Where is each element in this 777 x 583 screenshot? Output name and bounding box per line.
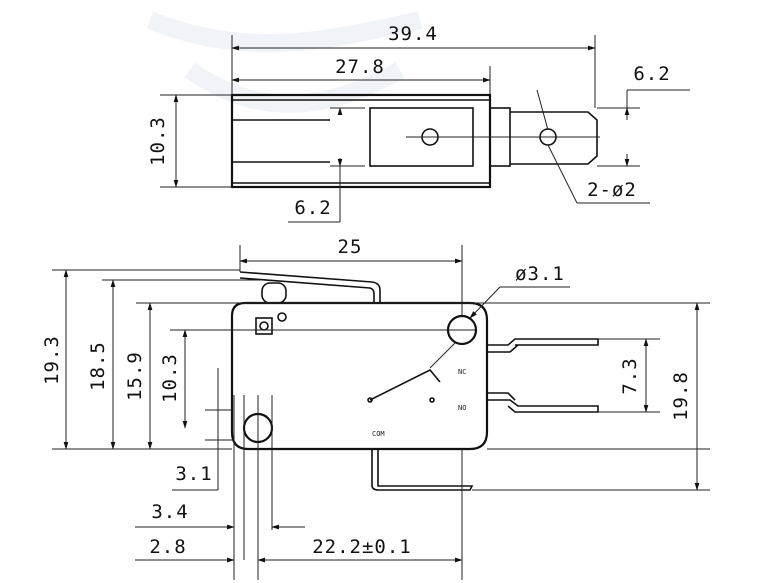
dim-overall-length: 39.4 [388,23,438,45]
dim-19-8: 19.8 [670,371,692,421]
marking-com: COM [372,430,385,438]
dim-19-3: 19.3 [41,335,63,385]
dim-lower-terminal: 6.2 [294,197,331,219]
marking-nc: NC [458,368,466,376]
dim-3-1: 3.1 [175,463,212,485]
dim-22-2: 22.2±0.1 [312,536,412,558]
dim-hole-callout-front: ø3.1 [515,263,565,285]
terminal-nc [487,338,599,346]
dim-18-5: 18.5 [87,341,109,391]
dim-lever-length: 25 [338,236,363,258]
dim-15-9: 15.9 [124,351,146,401]
dim-top-height: 10.3 [147,116,169,166]
lever-arm [239,271,381,302]
dim-3-4: 3.4 [151,501,188,523]
dim-body-length: 27.8 [335,56,385,78]
terminal-no [487,399,599,413]
terminal-com [371,449,474,491]
dim-2-8: 2.8 [149,536,186,558]
dim-10-3: 10.3 [159,353,181,403]
switch-body [230,301,489,451]
front-view: COM NO NC 19.3 18.5 15.9 10.3 [41,236,710,580]
marking-no: NO [458,404,466,412]
dim-7-3: 7.3 [619,357,641,394]
top-view: 39.4 27.8 10.3 6.2 6.2 2-ø2 [147,23,690,223]
watermark [146,11,422,113]
top-terminal-2 [510,111,598,165]
dim-terminal-width: 6.2 [633,63,670,85]
dim-hole-callout-top: 2-ø2 [587,179,637,201]
